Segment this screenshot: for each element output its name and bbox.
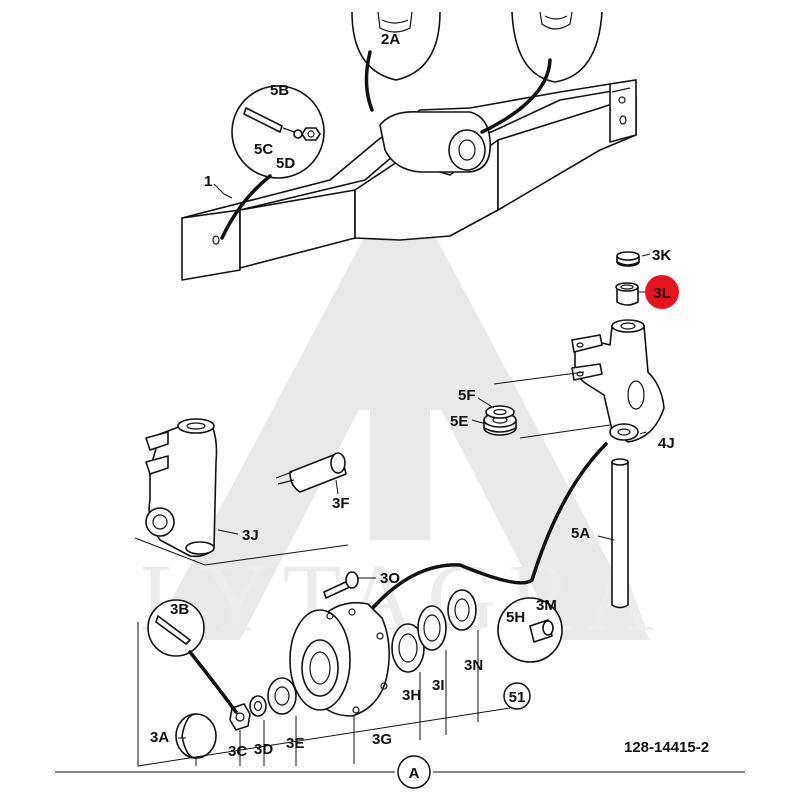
callout-3l-highlight[interactable]: 3L xyxy=(645,275,679,309)
bushing-part-3l[interactable] xyxy=(615,282,639,306)
cap-part-3a[interactable] xyxy=(175,713,217,759)
knuckle-part-3j[interactable] xyxy=(145,418,218,558)
leader-5b xyxy=(220,174,272,240)
callout-5c: 5C xyxy=(254,141,273,158)
hub-part-3g[interactable] xyxy=(289,601,390,717)
bolt-part-3o[interactable] xyxy=(323,571,359,599)
callout-5e: 5E xyxy=(450,413,468,430)
callout-3g: 3G xyxy=(372,731,392,748)
detail-circle-5h-3m[interactable] xyxy=(497,597,563,663)
bracket-frame xyxy=(137,622,511,767)
callout-a: A xyxy=(409,765,420,782)
callout-51: 51 xyxy=(509,689,526,706)
callout-3h: 3H xyxy=(402,687,421,704)
callout-3i: 3I xyxy=(432,677,445,694)
callout-5d: 5D xyxy=(276,155,295,172)
callout-3m: 3M xyxy=(536,597,557,614)
race-part-3i[interactable] xyxy=(417,605,447,651)
callout-3a: 3A xyxy=(150,729,169,746)
knuckle-part-4j[interactable] xyxy=(571,319,665,443)
callout-a-circle: A xyxy=(397,755,431,789)
leader-2a-right xyxy=(480,58,552,134)
callout-2a: 2A xyxy=(381,31,400,48)
callout-3c: 3C xyxy=(228,743,247,760)
callout-5a: 5A xyxy=(571,525,590,542)
pin-part-3f[interactable] xyxy=(275,452,347,493)
callout-3e: 3E xyxy=(286,735,304,752)
detail-circle-bolt-5b[interactable] xyxy=(231,85,325,179)
bearing-part-3h[interactable] xyxy=(391,623,425,673)
seal-part-5f-5e[interactable] xyxy=(483,405,517,436)
leader-3j-frame xyxy=(134,537,349,566)
callout-1: 1 xyxy=(204,173,212,190)
washer-part-3d[interactable] xyxy=(249,695,267,717)
callout-3d: 3D xyxy=(254,741,273,758)
callout-51-circle: 51 xyxy=(503,682,531,710)
bearing-part-3e[interactable] xyxy=(267,677,297,715)
callout-3o: 3O xyxy=(380,570,400,587)
callout-3f: 3F xyxy=(332,495,350,512)
axle-beam-part-1[interactable] xyxy=(181,79,637,281)
callout-5h: 5H xyxy=(506,609,525,626)
callout-3j: 3J xyxy=(242,527,259,544)
detail-circle-3b[interactable] xyxy=(147,599,205,657)
callout-5b: 5B xyxy=(270,82,289,99)
callout-5f: 5F xyxy=(458,387,476,404)
callout-3n: 3N xyxy=(464,657,483,674)
leader-seal-axis xyxy=(493,371,611,439)
cap-part-3k[interactable] xyxy=(616,251,640,267)
callout-3k: 3K xyxy=(652,247,671,264)
callout-3l: 3L xyxy=(653,285,671,302)
callout-3b: 3B xyxy=(170,601,189,618)
label-leaders xyxy=(178,183,651,739)
seal-part-3n[interactable] xyxy=(447,589,477,631)
leader-2a-left xyxy=(364,50,374,112)
leader-knuckle-to-hub xyxy=(346,442,608,642)
highlight-marker xyxy=(645,275,679,309)
kingpin-part-5a[interactable] xyxy=(611,458,629,609)
leader-3b xyxy=(188,650,238,714)
figure-id: 128-14415-2 xyxy=(624,739,709,756)
detail-circle-2a[interactable] xyxy=(351,11,603,83)
callout-4j: 4J xyxy=(658,435,675,452)
